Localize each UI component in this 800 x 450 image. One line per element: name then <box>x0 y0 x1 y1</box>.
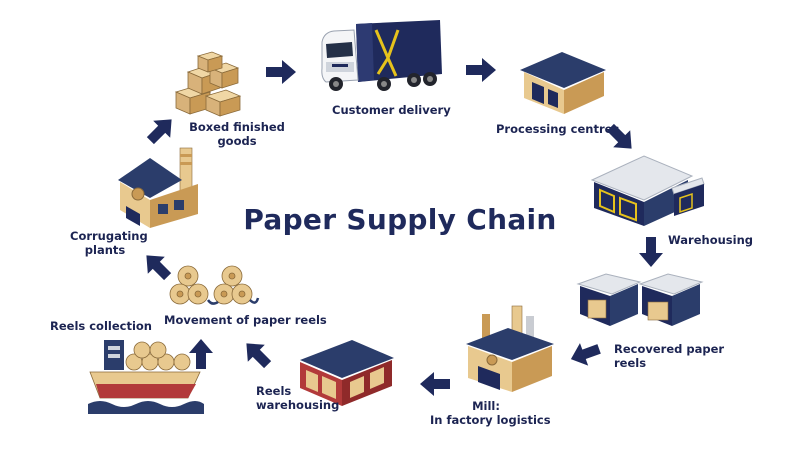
boxes-icon <box>174 51 242 117</box>
movement-of-paper-reels-label: Movement of paper reels <box>164 313 327 327</box>
arrow-icon <box>189 339 213 369</box>
arrow-icon <box>246 343 272 369</box>
truck-icon <box>321 20 442 91</box>
red-warehouse-icon <box>300 340 394 406</box>
paper-reels-icon <box>169 265 260 305</box>
cargo-ship-icon <box>88 340 204 414</box>
warehousing-label: Warehousing <box>668 233 753 247</box>
customer-delivery-label: Customer delivery <box>332 103 451 117</box>
storage-sheds-icon <box>576 273 704 326</box>
arrow-icon <box>266 60 296 84</box>
warehouse-icon <box>520 52 606 114</box>
arrow-icon <box>466 58 496 82</box>
processing-centres-label: Processing centres <box>496 122 620 136</box>
arrow-icon <box>420 372 450 396</box>
arrow-icon <box>570 343 601 366</box>
diagram-title: Paper Supply Chain <box>243 203 557 236</box>
arrow-icon <box>606 123 632 149</box>
factory-icon <box>118 147 198 228</box>
arrow-icon <box>639 237 663 267</box>
arrow-icon <box>146 255 172 281</box>
warehouse-icon <box>590 155 705 226</box>
mill-label: Mill:In factory logistics <box>430 399 551 427</box>
arrow-icon <box>146 119 172 145</box>
reels-collection-label: Reels collection <box>50 319 152 333</box>
mill-icon <box>466 305 554 392</box>
